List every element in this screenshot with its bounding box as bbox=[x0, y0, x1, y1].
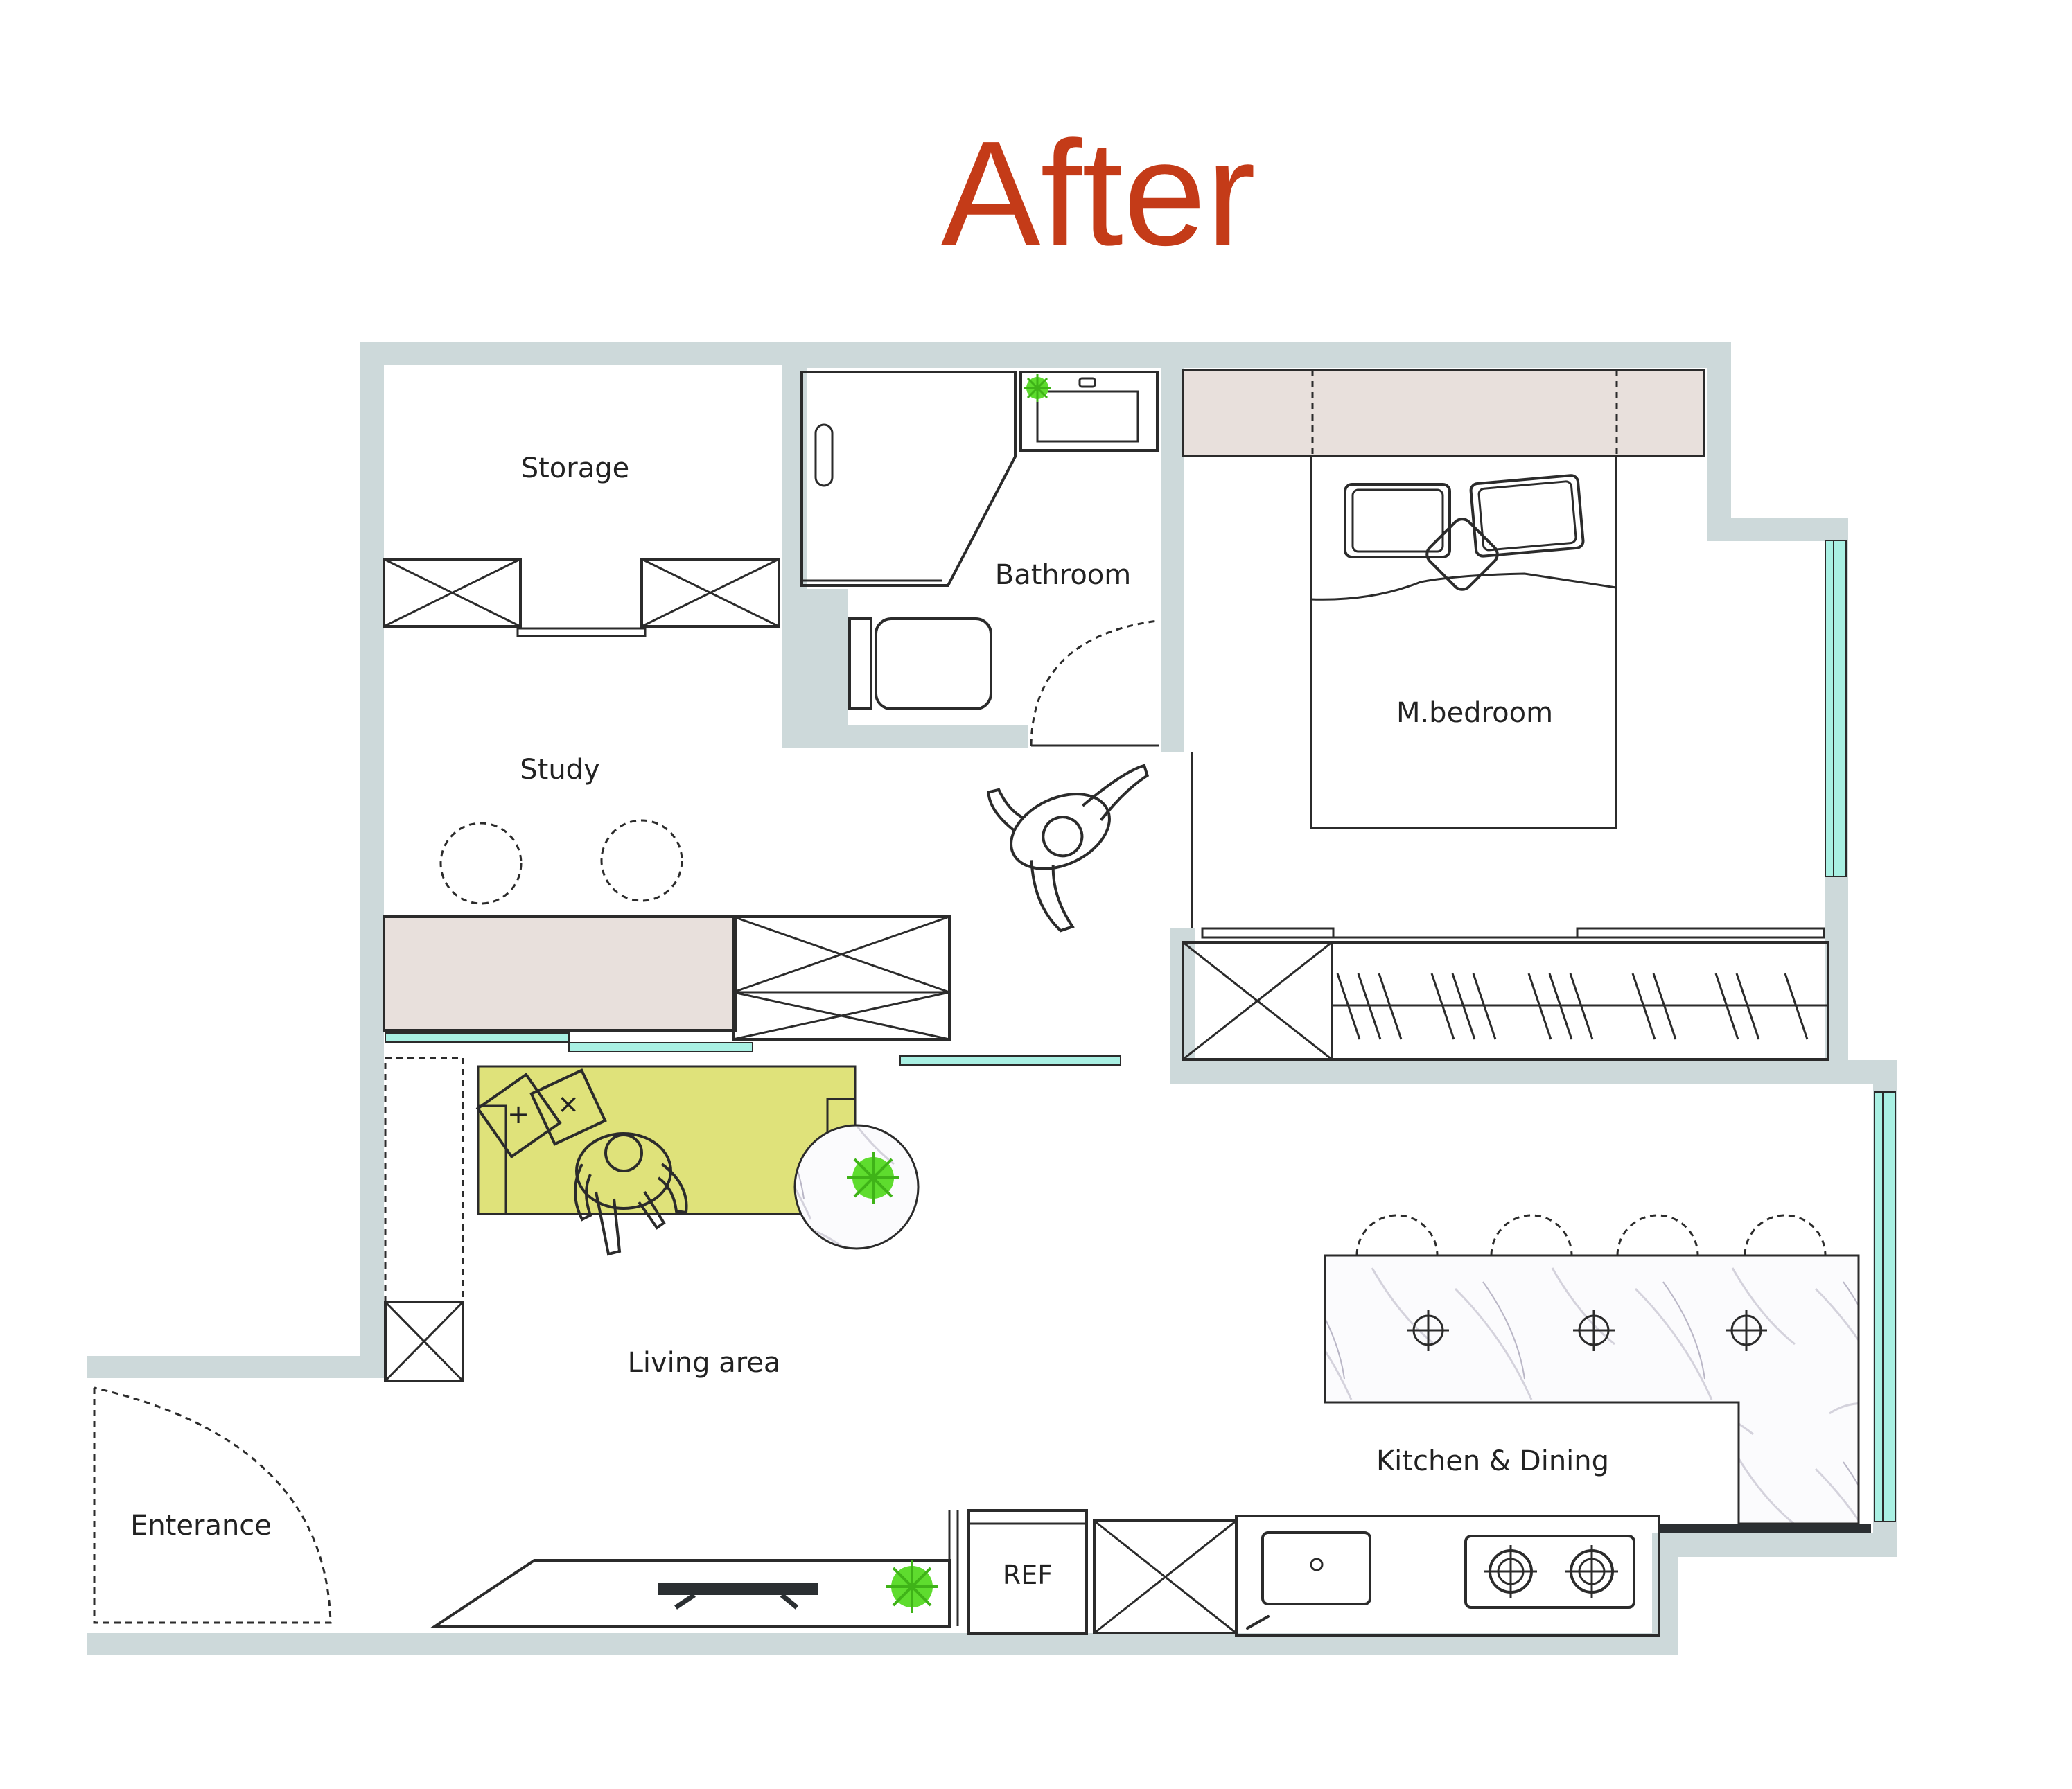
person-icon bbox=[987, 764, 1150, 933]
bed-headboard-cabinet bbox=[1182, 369, 1705, 457]
pillow-icon bbox=[1425, 518, 1499, 591]
room-label-bathroom: Bathroom bbox=[995, 559, 1131, 591]
room-label-storage: Storage bbox=[521, 452, 630, 484]
faucet bbox=[1078, 377, 1096, 388]
stool-icon bbox=[600, 819, 683, 902]
wall-entrance-top bbox=[87, 1356, 384, 1378]
kitchen-island bbox=[1324, 1254, 1860, 1525]
door-swing-icon bbox=[1030, 619, 1158, 746]
stool-icon bbox=[1616, 1214, 1699, 1256]
room-label-living-area: Living area bbox=[628, 1347, 781, 1379]
storage-room: Storage bbox=[383, 452, 780, 637]
wardrobe bbox=[1331, 941, 1829, 1061]
master-bedroom: M.bedroom bbox=[1182, 369, 1829, 1061]
svg-text:×: × bbox=[557, 1089, 579, 1119]
wall-kitchen-right-step bbox=[1652, 1533, 1897, 1557]
bedroom-sliding-door-1 bbox=[1201, 927, 1335, 939]
sliding-panel-3 bbox=[899, 1055, 1121, 1066]
cooktop bbox=[1464, 1535, 1635, 1609]
kitchen-counter bbox=[1235, 1515, 1660, 1637]
stool-icon bbox=[439, 822, 523, 905]
wall-bath-right bbox=[1161, 368, 1184, 752]
room-label-master-bedroom: M.bedroom bbox=[1396, 697, 1553, 729]
living-shelf-dashed bbox=[384, 1057, 464, 1303]
bath-sink bbox=[1036, 390, 1139, 443]
ref-label: REF bbox=[1003, 1560, 1053, 1590]
svg-text:+: + bbox=[507, 1099, 529, 1129]
stove-burner-icon bbox=[1484, 1545, 1537, 1598]
wall-storage-top bbox=[360, 342, 783, 365]
plant-icon bbox=[886, 1560, 938, 1613]
bathroom-room: Bathroom bbox=[800, 371, 1159, 747]
study-cabinet bbox=[732, 915, 951, 1041]
kitchen-dark-counter-edge bbox=[1659, 1524, 1871, 1533]
entrance: Enterance bbox=[93, 1386, 332, 1624]
bed bbox=[1310, 455, 1617, 829]
kitchen-dining: REF Kitchen & Dining bbox=[967, 1214, 1871, 1637]
pillow-icon: + × bbox=[475, 1068, 607, 1159]
windows bbox=[385, 540, 1896, 1522]
toilet-bowl bbox=[875, 617, 992, 710]
storage-box-right bbox=[640, 558, 780, 628]
stove-burner-icon bbox=[1565, 1545, 1618, 1598]
study-room: Study bbox=[383, 754, 1150, 1041]
stool-icon bbox=[1355, 1214, 1439, 1256]
pendant-light bbox=[1407, 1310, 1767, 1351]
wall-bath-inner-left bbox=[807, 589, 848, 725]
ref-box bbox=[967, 1509, 1088, 1635]
tv-stand bbox=[658, 1583, 818, 1595]
living-area: + × Living area bbox=[384, 1057, 959, 1628]
pillow-icon bbox=[1344, 483, 1451, 558]
wall-right-upper bbox=[1707, 342, 1731, 541]
window-kitchen bbox=[1874, 1091, 1896, 1522]
room-label-study: Study bbox=[520, 754, 600, 786]
door-swing-icon bbox=[93, 1386, 332, 1624]
wall-top bbox=[783, 342, 1731, 368]
room-label-kitchen-dining: Kitchen & Dining bbox=[1376, 1445, 1609, 1477]
storage-sliding-door bbox=[516, 627, 647, 637]
wall-kitchen-lower bbox=[1652, 1533, 1678, 1655]
pillow-icon bbox=[1469, 474, 1585, 558]
shower-drain bbox=[814, 423, 834, 487]
room-label-entrance: Enterance bbox=[130, 1510, 272, 1542]
sink-icon bbox=[1261, 1531, 1371, 1605]
wall-bathroom-bottom bbox=[782, 725, 1028, 748]
storage-box-left bbox=[383, 558, 522, 628]
sofa bbox=[477, 1065, 857, 1215]
sliding-panel-2 bbox=[568, 1042, 753, 1052]
bath-vanity bbox=[1019, 371, 1159, 452]
bed-sheet-line bbox=[1310, 572, 1617, 601]
study-desk bbox=[383, 915, 737, 1032]
shower-enclosure bbox=[800, 371, 1017, 587]
wardrobe-hangers bbox=[1336, 973, 1809, 1040]
wall-left-upper bbox=[360, 342, 384, 1367]
toilet-tank bbox=[848, 617, 872, 710]
wall-bottom bbox=[87, 1633, 1678, 1655]
plant-icon bbox=[847, 1152, 899, 1204]
plant-icon bbox=[1024, 374, 1051, 402]
sliding-panel-1 bbox=[385, 1032, 570, 1043]
window-bedroom bbox=[1825, 540, 1847, 877]
bedroom-sliding-door-2 bbox=[1576, 927, 1825, 939]
page-title: After bbox=[941, 109, 1256, 276]
stool-icon bbox=[1744, 1214, 1827, 1256]
wall-bedroom-bottom bbox=[1170, 1060, 1897, 1084]
living-storage-box bbox=[384, 1301, 464, 1382]
stool-icon bbox=[1490, 1214, 1573, 1256]
person-icon bbox=[574, 1132, 688, 1256]
walls bbox=[87, 342, 1897, 1655]
